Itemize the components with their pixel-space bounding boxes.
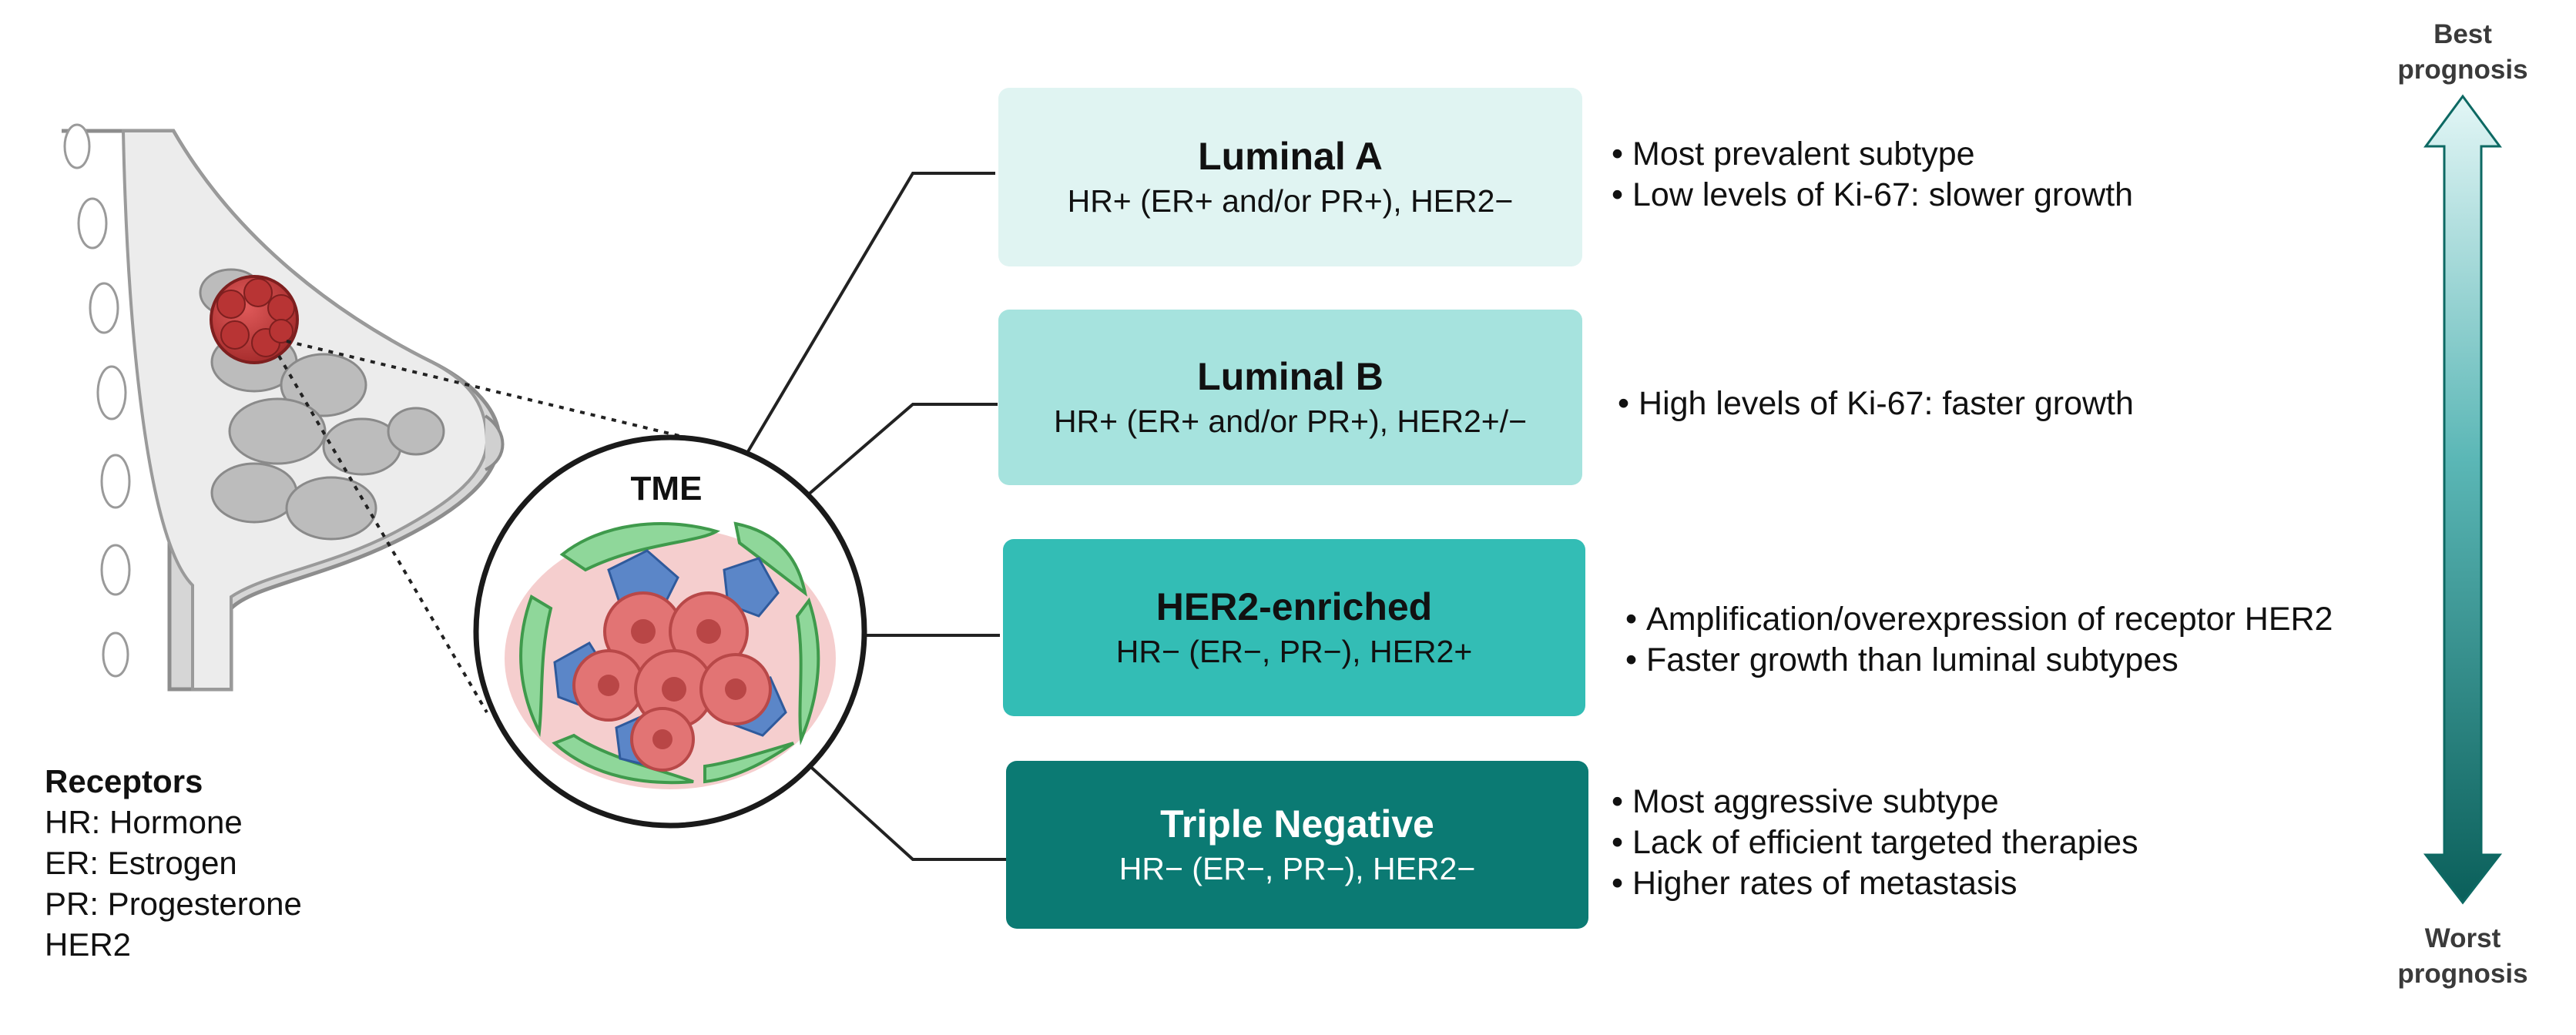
tumor-lump-icon	[210, 275, 299, 364]
notes-triple-negative: Most aggressive subtype Lack of efficien…	[1612, 782, 2138, 904]
subtype-box-luminal-a: Luminal A HR+ (ER+ and/or PR+), HER2−	[998, 88, 1582, 266]
subtype-title: HER2-enriched	[1156, 585, 1433, 628]
note-item: Higher rates of metastasis	[1612, 863, 2138, 904]
receptor-item: PR: Progesterone	[45, 886, 302, 922]
subtype-title: Triple Negative	[1160, 802, 1434, 846]
receptors-legend: Receptors HR: Hormone ER: Estrogen PR: P…	[45, 761, 302, 965]
prognosis-gradient-arrow	[2423, 94, 2503, 905]
best-prognosis-label: Best prognosis	[2397, 19, 2528, 85]
note-item: Low levels of Ki-67: slower growth	[1612, 175, 2133, 216]
notes-luminal-b: High levels of Ki-67: faster growth	[1618, 384, 2134, 424]
breast-anatomy-illustration	[62, 123, 505, 692]
subtype-title: Luminal A	[1198, 135, 1383, 178]
note-item: Most prevalent subtype	[1612, 134, 2133, 175]
subtype-receptors: HR+ (ER+ and/or PR+), HER2+/−	[1053, 404, 1528, 439]
subtype-box-luminal-b: Luminal B HR+ (ER+ and/or PR+), HER2+/−	[998, 310, 1582, 485]
note-item: High levels of Ki-67: faster growth	[1618, 384, 2134, 424]
note-item: Faster growth than luminal subtypes	[1625, 640, 2333, 681]
subtype-receptors: HR+ (ER+ and/or PR+), HER2−	[1067, 183, 1514, 219]
zoom-dotted-lines	[277, 340, 680, 714]
connector-lines	[746, 172, 1008, 861]
subtype-receptors: HR− (ER−, PR−), HER2+	[1115, 634, 1473, 669]
receptor-item: HR: Hormone	[45, 804, 243, 840]
note-item: Most aggressive subtype	[1612, 782, 2138, 822]
receptors-heading: Receptors	[45, 763, 203, 799]
receptor-item: HER2	[45, 926, 132, 963]
receptor-item: ER: Estrogen	[45, 845, 237, 881]
subtype-receptors: HR− (ER−, PR−), HER2−	[1119, 851, 1476, 886]
note-item: Lack of efficient targeted therapies	[1612, 822, 2138, 863]
subtype-box-her2-enriched: HER2-enriched HR− (ER−, PR−), HER2+	[1003, 539, 1585, 716]
worst-prognosis-label: Worst prognosis	[2397, 923, 2528, 989]
notes-her2-enriched: Amplification/overexpression of receptor…	[1625, 599, 2333, 681]
notes-luminal-a: Most prevalent subtype Low levels of Ki-…	[1612, 134, 2133, 216]
subtype-box-triple-negative: Triple Negative HR− (ER−, PR−), HER2−	[1006, 761, 1588, 929]
note-item: Amplification/overexpression of receptor…	[1625, 599, 2333, 640]
tme-label: TME	[630, 470, 703, 507]
tme-microenvironment-circle	[473, 434, 867, 829]
subtype-title: Luminal B	[1197, 355, 1384, 398]
